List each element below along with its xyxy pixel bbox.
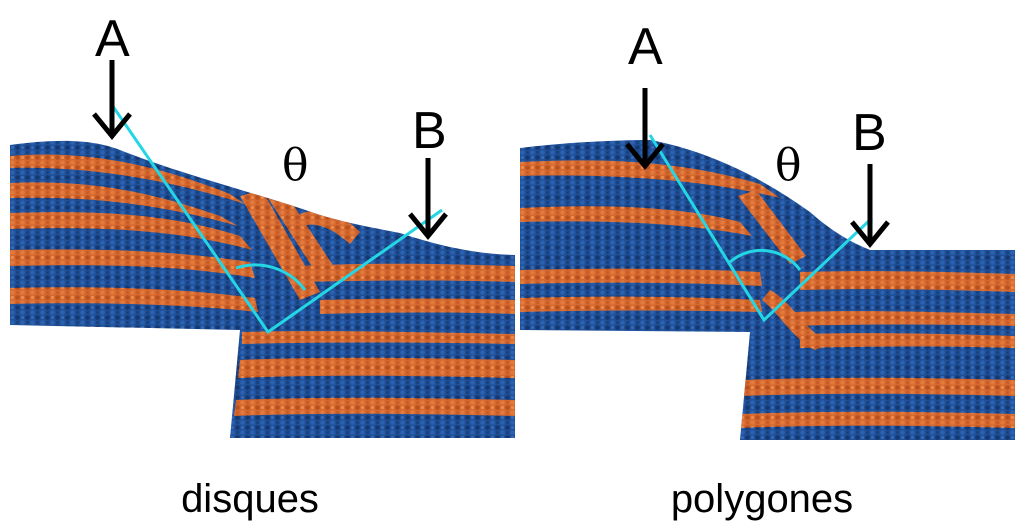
left-panel: A B θ disques bbox=[10, 10, 515, 521]
left-label-b: B bbox=[412, 102, 447, 160]
right-angle-theta: θ bbox=[775, 140, 802, 191]
right-panel: A B θ polygones bbox=[520, 18, 1015, 521]
down-arrow-icon bbox=[408, 158, 448, 240]
right-angle-arc bbox=[729, 248, 802, 271]
left-label-a: A bbox=[95, 10, 130, 68]
down-arrow-icon bbox=[92, 60, 132, 140]
right-label-a: A bbox=[628, 18, 663, 76]
down-arrow-icon bbox=[850, 164, 890, 248]
down-arrow-icon bbox=[625, 88, 665, 170]
right-label-b: B bbox=[852, 104, 887, 162]
left-angle-theta: θ bbox=[282, 140, 309, 191]
left-sediment-block bbox=[10, 140, 515, 438]
left-angle-arc bbox=[235, 263, 307, 291]
right-caption: polygones bbox=[671, 477, 853, 521]
right-fault-guide-lines bbox=[648, 134, 874, 323]
left-fault-guide-lines bbox=[110, 104, 443, 335]
left-caption: disques bbox=[181, 477, 319, 521]
right-sediment-block bbox=[520, 140, 1015, 440]
